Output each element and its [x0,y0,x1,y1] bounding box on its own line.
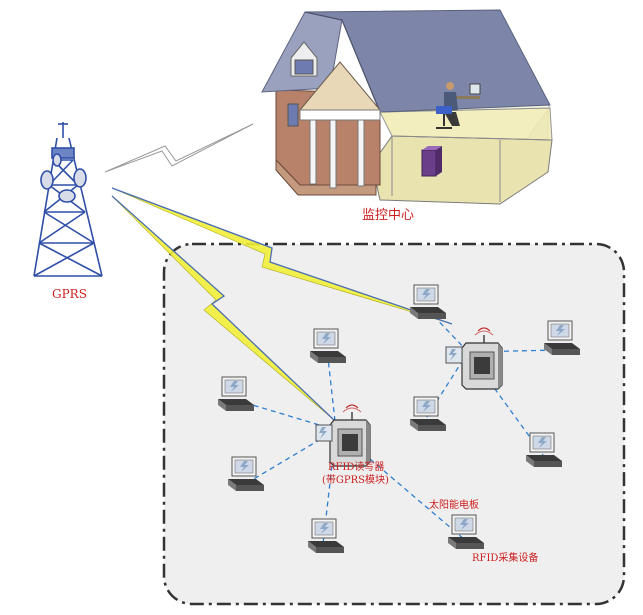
solar-panel-label: 太阳能电板 [429,498,479,511]
operator-figure [436,82,481,129]
solar-panel-icon [315,424,333,442]
rfid-collector-label: RFID采集设备 [472,551,538,564]
rfid-reader-sublabel: (带GPRS模块) [322,474,389,486]
monitoring-center-label: 监控中心 [362,208,414,223]
solar-panel-icon [445,346,463,364]
gprs-label: GPRS [52,287,87,301]
gprs-tower [33,122,103,277]
rfid-reader-label: RFID读写器 [328,460,384,473]
field-zone-border [162,242,626,606]
monitoring-center-house [261,9,553,205]
